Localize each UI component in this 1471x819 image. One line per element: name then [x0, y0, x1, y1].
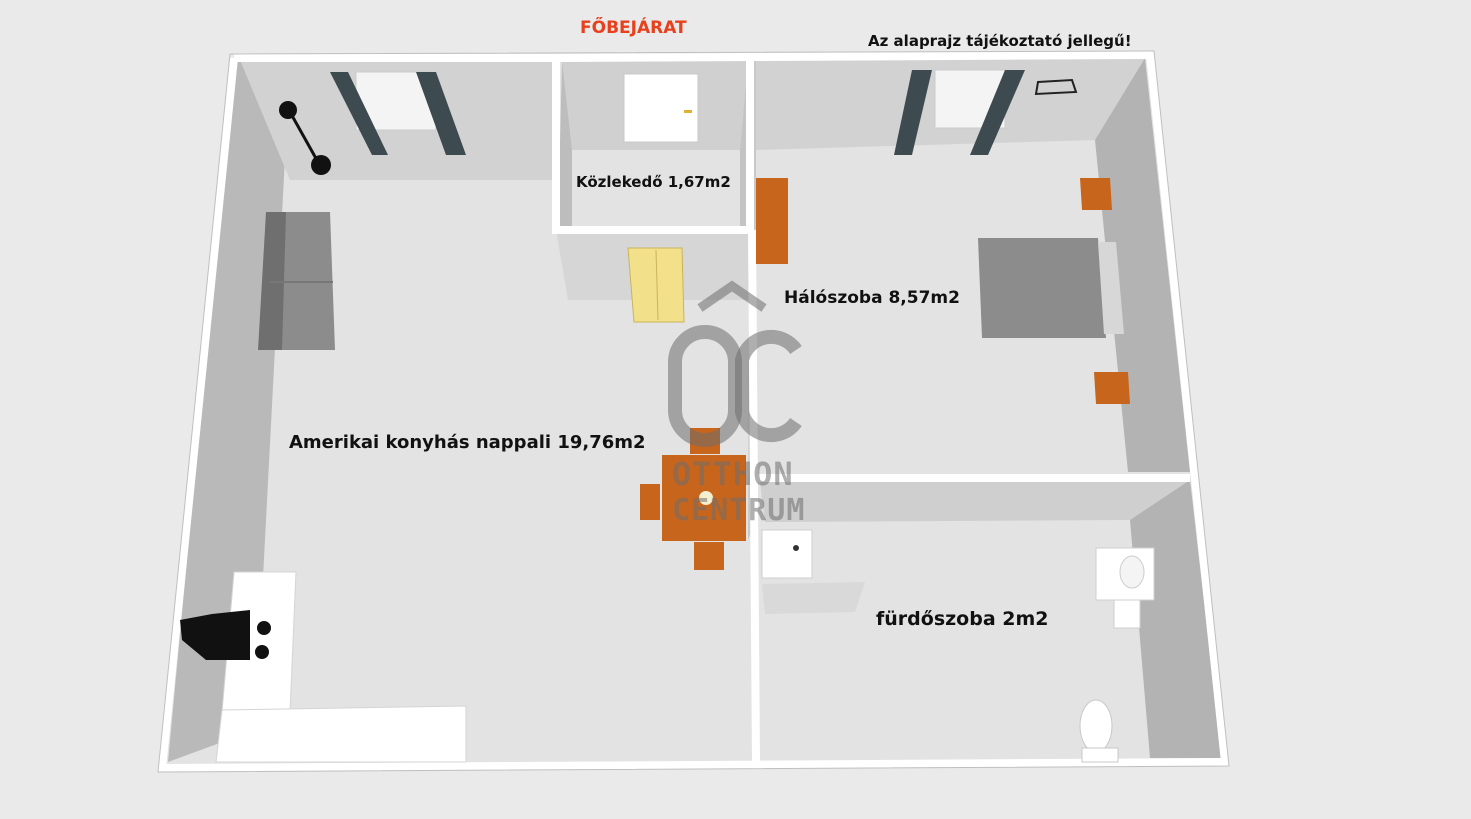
curtain-right-2	[970, 70, 1025, 155]
bed-pillows	[1098, 242, 1124, 334]
main-entrance-label: FŐBEJÁRAT	[580, 18, 687, 38]
entrance-door	[623, 73, 699, 143]
floor-lamp-pole	[288, 111, 320, 163]
bed	[978, 238, 1106, 338]
chair-bottom	[694, 542, 724, 570]
bedroom-right-wall	[1095, 58, 1190, 472]
door-handle	[684, 110, 692, 113]
sink-cabinet	[761, 529, 813, 579]
nightstand-top	[1080, 178, 1112, 210]
cooktop-burner-1	[257, 621, 271, 635]
range-hood	[180, 610, 250, 660]
nightstand-bottom	[1094, 372, 1130, 404]
wardrobe	[756, 178, 788, 264]
chair-top	[690, 428, 720, 454]
wall-tops	[157, 50, 1230, 773]
toilet-tank	[1081, 747, 1119, 763]
middle-wall-top	[748, 229, 760, 763]
bathroom-back-wall	[760, 480, 1190, 522]
outer-wall-top	[234, 54, 750, 234]
washbasin-bowl	[1119, 555, 1145, 589]
hallway-label: Közlekedő 1,67m2	[576, 173, 731, 191]
living-room-label: Amerikai konyhás nappali 19,76m2	[289, 432, 646, 453]
chair-left	[640, 484, 660, 520]
kitchen-counter-bottom	[215, 705, 467, 763]
curtain-right-1	[894, 70, 932, 155]
bathroom-label: fürdőszoba 2m2	[876, 608, 1049, 630]
floor-lamp-base	[311, 155, 331, 175]
floor-lamp-top	[279, 101, 297, 119]
glass-cabinet	[627, 247, 685, 323]
outer-outline	[157, 50, 1230, 773]
curtain-left-1	[330, 72, 388, 155]
curtain-left-2	[416, 72, 466, 155]
disclaimer-label: Az alaprajz tájékoztató jellegű!	[868, 32, 1132, 50]
roof-hatch	[1034, 78, 1078, 96]
bathroom-partition-wall	[762, 582, 865, 614]
table-centerpiece	[699, 491, 713, 505]
toilet	[1079, 699, 1113, 753]
washbasin-stand	[1113, 599, 1141, 629]
bedroom-label: Hálószoba 8,57m2	[784, 288, 960, 308]
sink-drain	[793, 545, 799, 551]
cabinet-divider	[655, 249, 659, 321]
outer-wall-top-2	[157, 50, 1230, 773]
cooktop-burner-2	[255, 645, 269, 659]
hallway-left-wall	[558, 60, 572, 228]
